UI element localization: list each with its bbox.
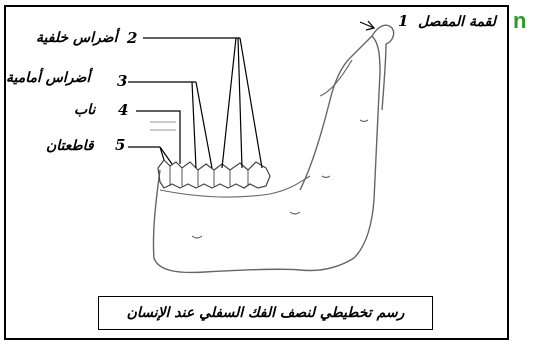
label-incisors: قاطعتان <box>46 138 94 154</box>
cropped-text-fragment: n <box>513 8 526 34</box>
mandible-outline <box>153 25 393 272</box>
number-2: 2 <box>127 29 137 47</box>
number-3: 3 <box>117 72 127 90</box>
label-condyle: لقمة المفصل <box>418 14 496 30</box>
number-5: 5 <box>115 136 125 154</box>
number-4: 4 <box>118 101 128 119</box>
leader-premolars <box>128 82 212 168</box>
mandible-notch <box>320 60 352 96</box>
teeth-dividers <box>170 166 248 186</box>
foramen-1 <box>192 236 202 238</box>
leader-canine <box>136 111 180 164</box>
leader-condyle <box>360 21 374 30</box>
label-molars: أضراس خلفية <box>36 30 117 46</box>
foramen-3 <box>322 176 330 178</box>
number-1: 1 <box>398 12 408 30</box>
diagram-caption: رسم تخطيطي لنصف الفك السفلي عند الإنسان <box>98 296 433 330</box>
label-premolars: أضراس أمامية <box>6 70 90 86</box>
foramen-4 <box>360 120 368 122</box>
label-canine: ناب <box>74 102 95 118</box>
foramen-2 <box>290 212 300 214</box>
